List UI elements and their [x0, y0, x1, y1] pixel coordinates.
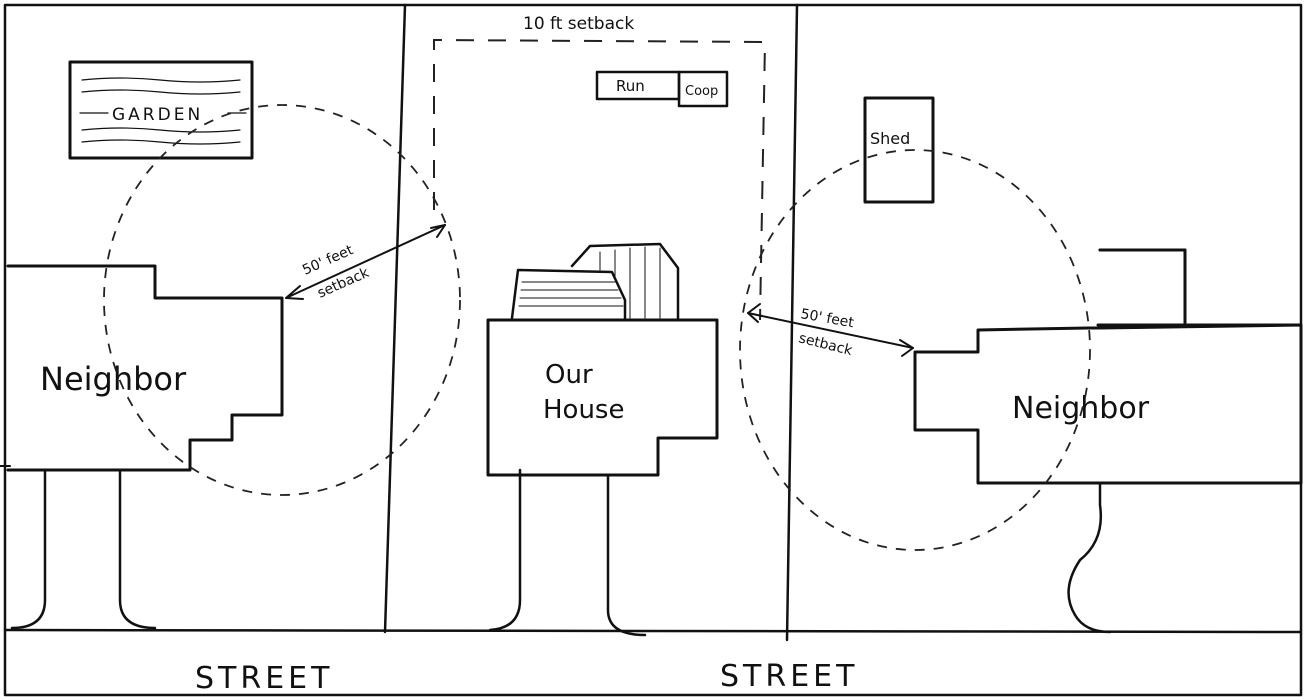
setback-arrow-left	[285, 224, 446, 299]
setback-arrow-right	[747, 312, 914, 349]
run-label: Run	[616, 77, 645, 95]
neighbor-right-label: Neighbor	[1012, 391, 1150, 426]
neighbor-house-left	[6, 264, 284, 472]
our-house-roof	[510, 242, 680, 320]
coop-label: Coop	[685, 84, 718, 99]
shed-label: Shed	[870, 129, 910, 148]
setback-boundary	[433, 38, 767, 321]
driveway-left-edge	[10, 470, 47, 630]
setback-right-label-line1: 50' feet	[799, 306, 855, 331]
chicken-coop	[677, 70, 729, 108]
street-curb-line	[3, 628, 1303, 634]
garden-label: GARDEN	[112, 105, 203, 125]
neighbor-house-right	[913, 248, 1303, 485]
our-house-label-line2: House	[543, 395, 624, 425]
neighbor-left-label: Neighbor	[40, 360, 187, 398]
our-house	[486, 318, 719, 477]
garden	[68, 60, 254, 160]
our-house-label-line1: Our	[545, 360, 593, 390]
street-label-right: STREET	[720, 659, 858, 694]
shed	[863, 96, 935, 204]
neighbor-house-right-outline	[1096, 248, 1187, 327]
driveway-center-left	[488, 468, 522, 632]
setback-top-label: 10 ft setback	[523, 14, 634, 34]
driveway-left	[118, 468, 157, 630]
setback-circle-right	[739, 149, 1091, 551]
street-label-left: STREET	[195, 661, 333, 696]
driveway-right	[1067, 481, 1112, 634]
driveway-center-right	[606, 473, 647, 637]
setback-circle-left	[103, 104, 461, 496]
property-line-left	[383, 3, 407, 634]
